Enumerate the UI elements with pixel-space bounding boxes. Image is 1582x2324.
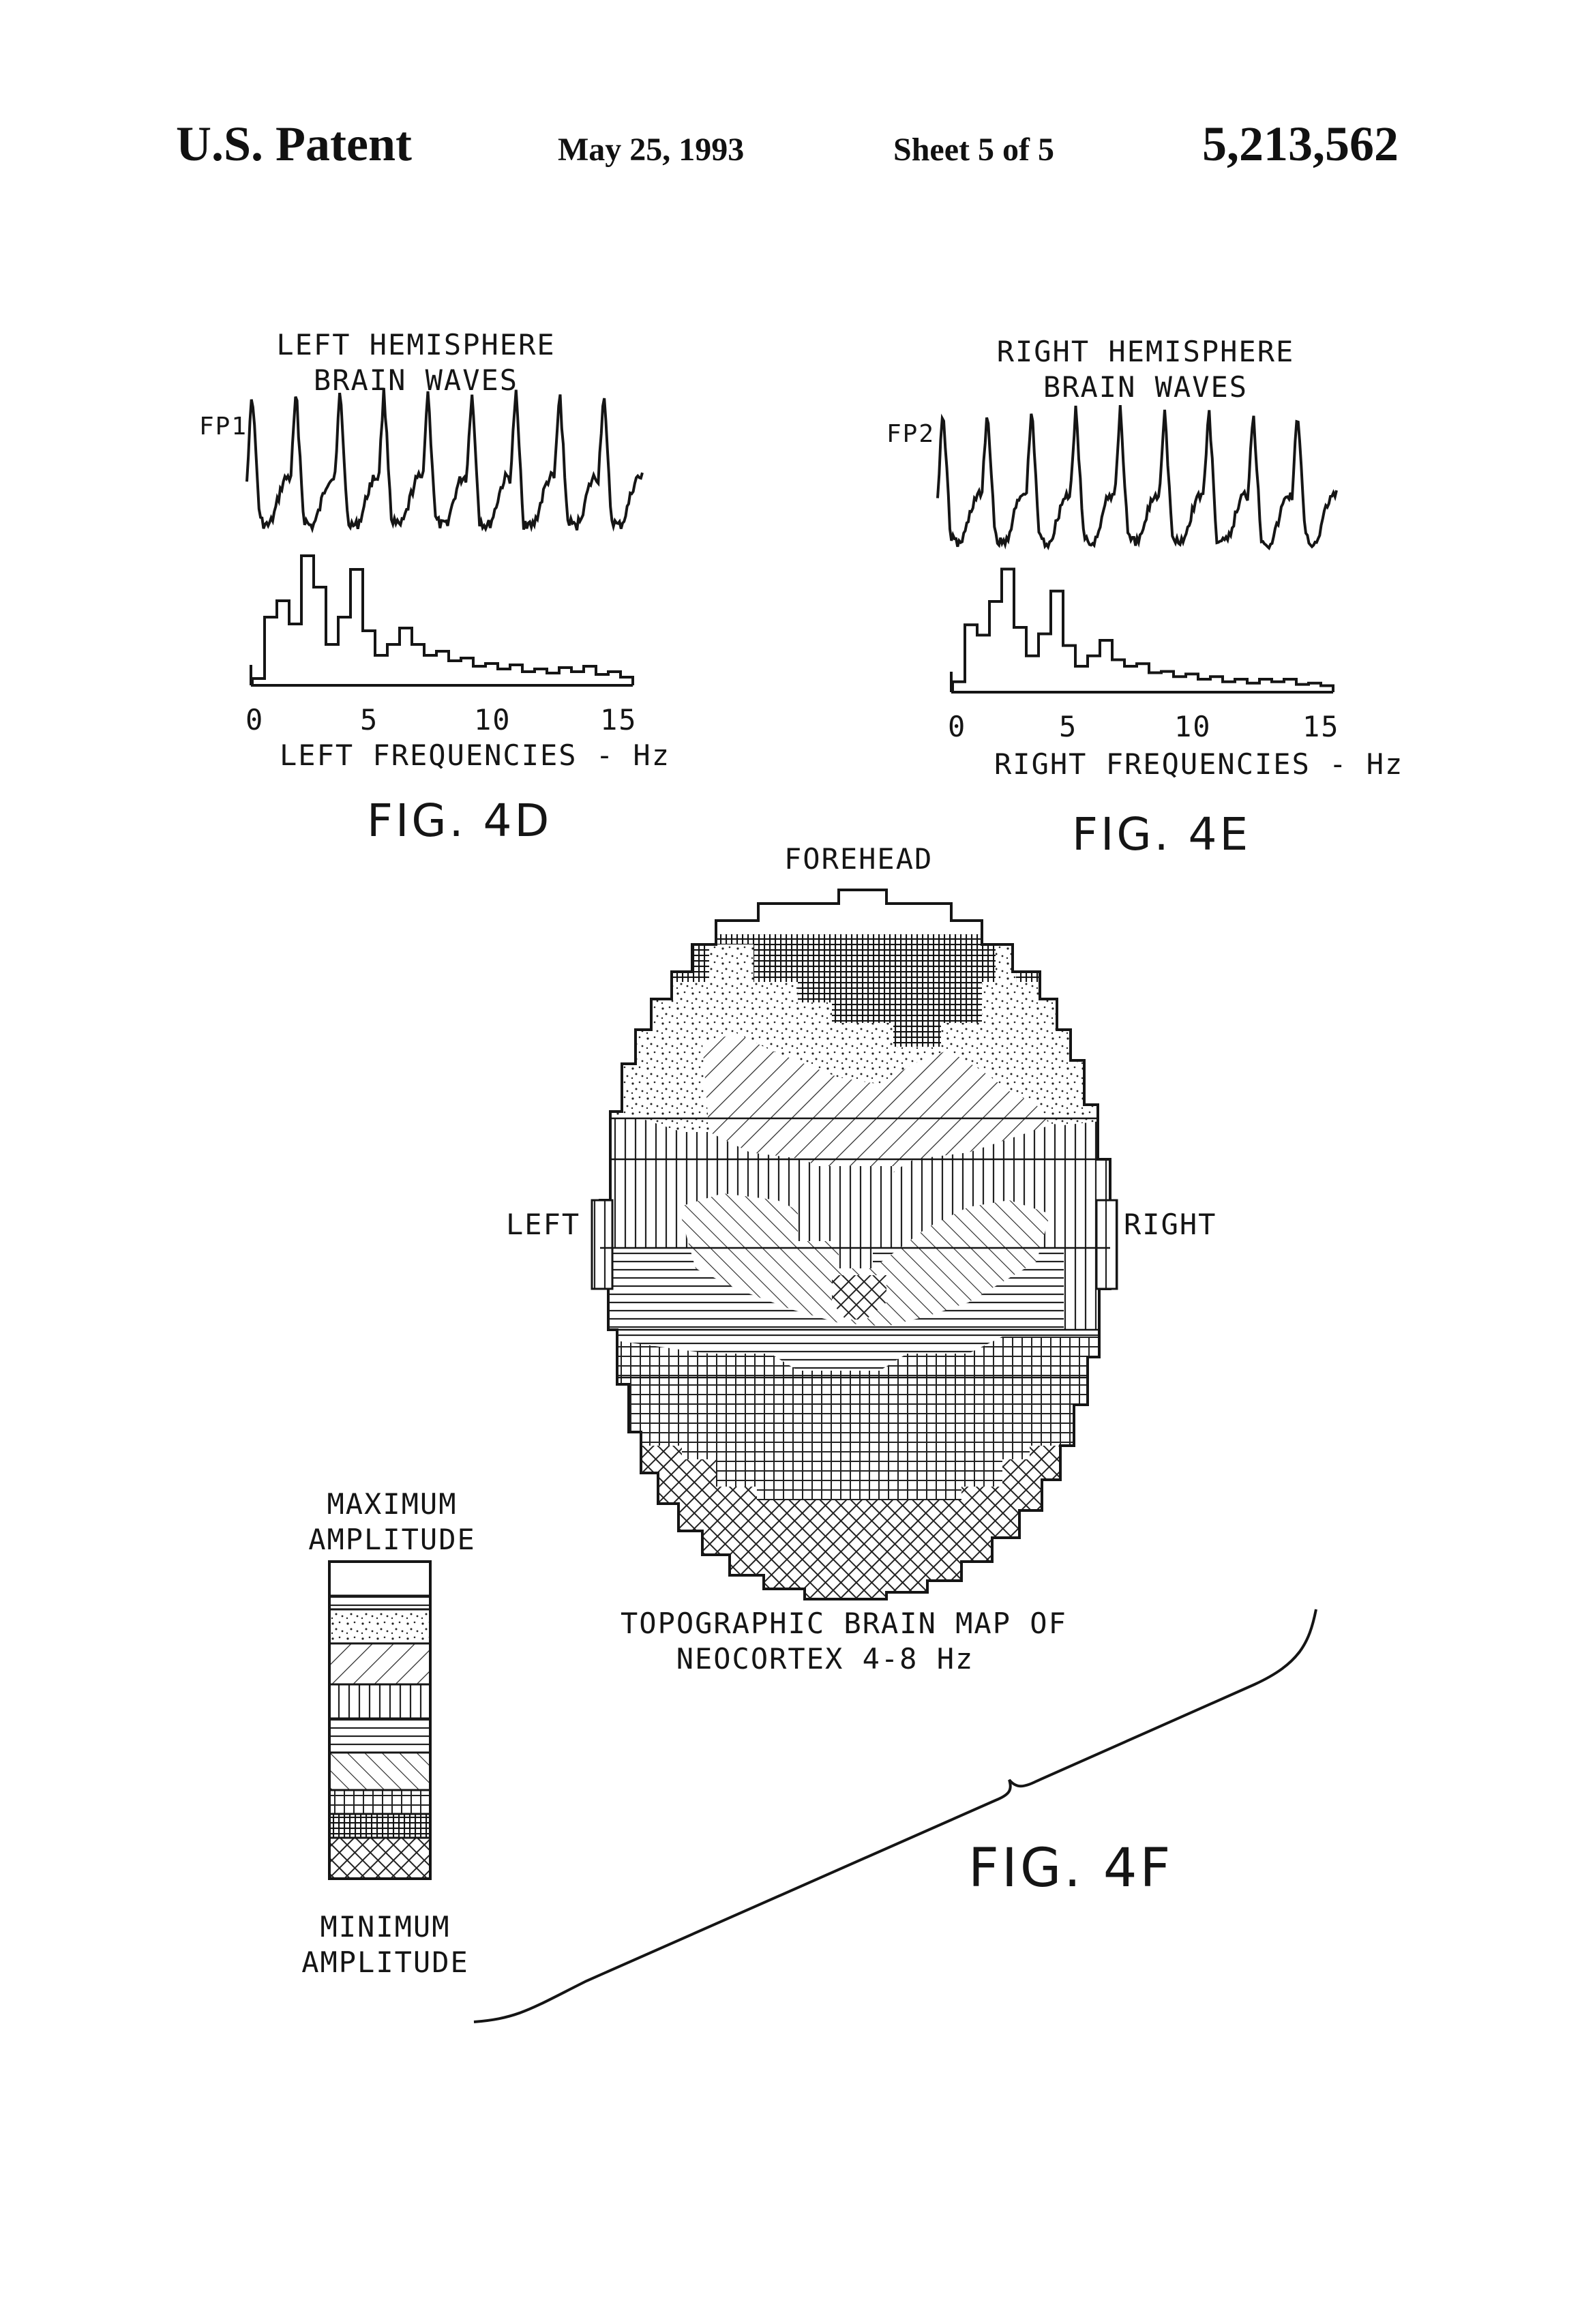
fig4e-channel-label: FP2	[886, 420, 936, 448]
topographic-brain-map	[591, 889, 1118, 1600]
legend-max-label: MAXIMUM AMPLITUDE	[293, 1487, 491, 1558]
fig4e-tick-0: 0	[948, 710, 967, 743]
fig4d-waveform-trace	[245, 387, 644, 534]
fig4e-title-line2: BRAIN WAVES	[1043, 370, 1249, 404]
fig4e-tick-5: 5	[1059, 710, 1078, 743]
fig4d-tick-0: 0	[245, 703, 265, 736]
fig4e-tick-10: 10	[1174, 710, 1212, 743]
fig4e-title-line1: RIGHT HEMISPHERE	[996, 335, 1295, 368]
fig4e-caption: FIG. 4E	[1072, 808, 1251, 861]
map-title-line1: TOPOGRAPHIC BRAIN MAP OF	[621, 1607, 1067, 1640]
fig4d-tick-5: 5	[360, 703, 379, 736]
fig4e-spectrum-bars	[951, 567, 1334, 692]
fig4d-caption: FIG. 4D	[367, 794, 552, 847]
map-left-ear	[591, 1199, 614, 1290]
header-sheet-number: Sheet 5 of 5	[893, 132, 1054, 168]
fig4e-waveform-trace	[936, 404, 1338, 551]
fig4d-title-line2: BRAIN WAVES	[313, 363, 519, 397]
legend-min-line1: MINIMUM	[320, 1910, 451, 1943]
fig4d-channel-label: FP1	[199, 413, 248, 441]
amplitude-legend	[328, 1560, 432, 1880]
fig4e-tick-15: 15	[1302, 710, 1340, 743]
header-patent-label: U.S. Patent	[176, 117, 412, 171]
legend-min-line2: AMPLITUDE	[301, 1946, 469, 1979]
header-date: May 25, 1993	[558, 132, 745, 168]
fig4e	[936, 404, 1338, 694]
legend-min-label: MINIMUM AMPLITUDE	[286, 1909, 484, 1980]
fig4d-tick-10: 10	[474, 703, 511, 736]
legend-max-line2: AMPLITUDE	[308, 1523, 476, 1556]
fig4d-tick-15: 15	[600, 703, 638, 736]
fig4d	[245, 387, 644, 687]
fig4d-title: LEFT HEMISPHERE BRAIN WAVES	[239, 327, 593, 398]
map-right-label: RIGHT	[1124, 1208, 1217, 1241]
fig4e-title: RIGHT HEMISPHERE BRAIN WAVES	[968, 334, 1323, 405]
fig4d-xlabel: LEFT FREQUENCIES - Hz	[280, 739, 671, 772]
fig4f-brace	[473, 1609, 1317, 2023]
map-title: TOPOGRAPHIC BRAIN MAP OF NEOCORTEX 4-8 H…	[621, 1606, 1067, 1677]
legend-max-line1: MAXIMUM	[327, 1487, 458, 1521]
map-left-label: LEFT	[506, 1208, 581, 1241]
header-patent-number: 5,213,562	[1202, 117, 1399, 171]
fig4d-spectrum-bars	[251, 554, 634, 685]
fig4d-title-line1: LEFT HEMISPHERE	[276, 328, 556, 361]
fig4e-xlabel: RIGHT FREQUENCIES - Hz	[994, 747, 1404, 781]
map-title-line2: NEOCORTEX 4-8 Hz	[676, 1642, 974, 1675]
fig4f-caption: FIG. 4F	[968, 1838, 1174, 1899]
map-right-ear	[1095, 1199, 1118, 1290]
map-forehead-label: FOREHEAD	[784, 842, 934, 876]
